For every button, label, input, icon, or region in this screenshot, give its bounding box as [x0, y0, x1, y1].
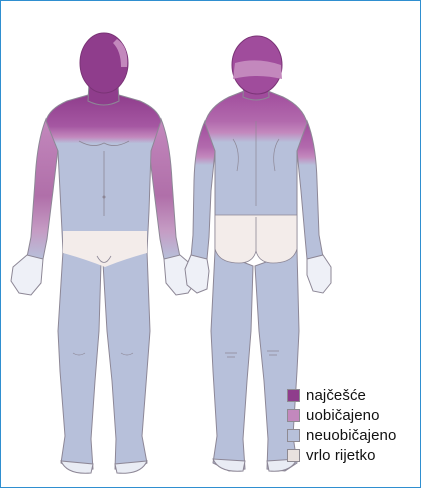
legend-item-neuobicajeno: neuobičajeno [287, 425, 421, 445]
legend-swatch [287, 389, 300, 402]
legend-item-najcesce: najčešće [287, 385, 421, 405]
legend-swatch [287, 449, 300, 462]
legend-swatch [287, 409, 300, 422]
legend-label: vrlo rijetko [306, 447, 376, 464]
front-body-figure [11, 33, 196, 473]
legend-item-vrlo-rijetko: vrlo rijetko [287, 445, 421, 465]
legend-label: najčešće [306, 387, 366, 404]
legend-label: neuobičajeno [306, 427, 396, 444]
legend-item-uobicajeno: uobičajeno [287, 405, 421, 425]
legend-label: uobičajeno [306, 407, 380, 424]
legend: najčešće uobičajeno neuobičajeno vrlo ri… [287, 385, 421, 465]
legend-swatch [287, 429, 300, 442]
